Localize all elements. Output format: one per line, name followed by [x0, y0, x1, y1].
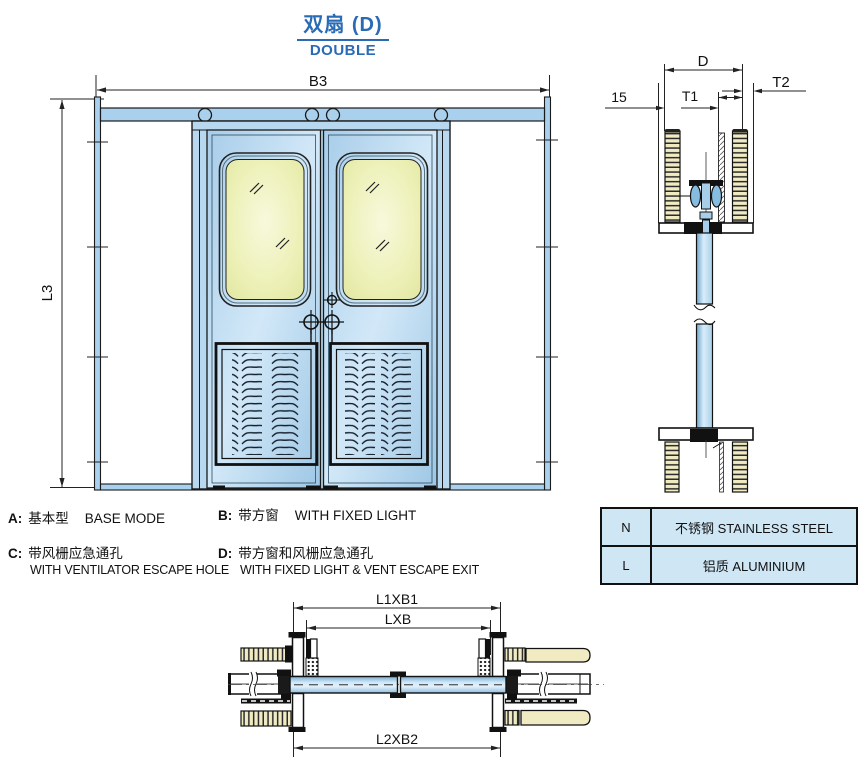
- section-sill: [658, 427, 754, 493]
- gap15-label: 15: [611, 89, 627, 105]
- louver-slats: [345, 353, 375, 455]
- section-door-panel: [693, 232, 716, 430]
- post-ticks: [87, 139, 558, 463]
- t2-label: T2: [772, 74, 790, 91]
- type-key: B:: [218, 508, 233, 523]
- plan-door-slab: [278, 671, 518, 698]
- table-row: L 铝质 ALUMINIUM: [600, 545, 858, 585]
- lxb-label: LXB: [385, 611, 411, 627]
- type-en: WITH FIXED LIGHT & VENT ESCAPE EXIT: [240, 563, 480, 577]
- louver-slats: [381, 353, 411, 455]
- seal-strip: [718, 132, 725, 223]
- left-window: [218, 152, 312, 307]
- seal-strip: [719, 441, 724, 493]
- brush-seal: [477, 657, 491, 677]
- louver-slats: [232, 353, 262, 455]
- wall-section: [504, 647, 526, 662]
- type-cn: 带方窗和风栅应急通孔: [238, 546, 374, 561]
- hanger-rollers: [197, 107, 449, 123]
- wall-section: [664, 441, 680, 493]
- l2xb2-label: L2XB2: [376, 731, 418, 747]
- door-handles: [299, 292, 344, 344]
- glass: [225, 159, 305, 300]
- l3-dimension: L3: [39, 98, 104, 488]
- table-row: N 不锈钢 STAINLESS STEEL: [600, 507, 858, 547]
- right-window: [335, 152, 429, 307]
- wall-section: [731, 130, 749, 223]
- brush-seal: [305, 657, 319, 677]
- title-english: DOUBLE: [309, 42, 377, 59]
- type-label-c: C: 带风栅应急通孔 WITH VENTILATOR ESCAPE HOLE: [8, 546, 229, 578]
- section-dimensions: D T2 T1 15: [605, 53, 806, 223]
- type-cn: 带方窗: [238, 508, 279, 523]
- wall-section: [731, 441, 749, 493]
- floor-guides: [213, 485, 436, 490]
- top-track: [99, 107, 546, 122]
- roller: [197, 107, 213, 123]
- left-post: [93, 96, 102, 491]
- wall-section: [240, 647, 292, 662]
- right-post: [543, 96, 552, 491]
- l3-label: L3: [39, 285, 56, 302]
- plan-view: L1XB1 LXB L2XB2: [228, 591, 604, 757]
- roller-wheel: [710, 184, 723, 208]
- type-key: C:: [8, 546, 23, 561]
- material-table: N 不锈钢 STAINLESS STEEL L 铝质 ALUMINIUM: [600, 507, 858, 585]
- roller-wheel: [689, 184, 702, 208]
- type-cn: 基本型: [28, 511, 69, 526]
- lock-point: [324, 292, 340, 308]
- b3-dimension: B3: [95, 73, 550, 104]
- wall-section: [504, 709, 520, 726]
- right-louver-panel: [329, 342, 429, 466]
- roller: [325, 107, 341, 123]
- material-code: L: [600, 545, 652, 585]
- b3-label: B3: [309, 73, 327, 90]
- wall-section: [664, 130, 681, 223]
- roller: [433, 107, 449, 123]
- material-name: 不锈钢 STAINLESS STEEL: [650, 507, 858, 547]
- left-handle: [299, 310, 323, 344]
- door-assembly: [191, 120, 451, 490]
- louver-slats: [269, 353, 299, 455]
- elevation-view: B3 L3: [39, 73, 558, 491]
- plan-dimensions: L1XB1 LXB L2XB2: [294, 591, 500, 751]
- plan-right-jamb: [477, 632, 507, 732]
- roller: [304, 107, 320, 123]
- t1-label: T1: [682, 88, 699, 104]
- type-key: D:: [218, 546, 233, 561]
- type-key: A:: [8, 511, 23, 526]
- type-label-a: A: 基本型 BASE MODE: [8, 511, 165, 527]
- material-name: 铝质 ALUMINIUM: [650, 545, 858, 585]
- type-cn: 带风栅应急通孔: [28, 546, 123, 561]
- wall-section: [240, 710, 292, 727]
- section-view: D T2 T1 15: [605, 53, 806, 493]
- page-title: 双扇 (D) DOUBLE: [248, 8, 438, 59]
- roller-carriage: [679, 152, 723, 264]
- plan-left-wall: [228, 645, 293, 727]
- type-en: WITH VENTILATOR ESCAPE HOLE: [30, 563, 230, 577]
- left-louver-panel: [214, 342, 319, 466]
- glass: [342, 159, 422, 300]
- type-label-b: B: 带方窗 WITH FIXED LIGHT: [218, 508, 416, 524]
- l1xb1-label: L1XB1: [376, 591, 418, 607]
- type-en: BASE MODE: [84, 511, 166, 526]
- title-chinese: 双扇 (D): [297, 8, 389, 41]
- plan-right-wall: [504, 647, 591, 726]
- right-handle: [320, 310, 344, 344]
- type-en: WITH FIXED LIGHT: [294, 508, 417, 523]
- d-label: D: [698, 53, 709, 70]
- type-label-d: D: 带方窗和风栅应急通孔 WITH FIXED LIGHT & VENT ESC…: [218, 546, 479, 578]
- material-code: N: [600, 507, 652, 547]
- section-head: [658, 129, 754, 264]
